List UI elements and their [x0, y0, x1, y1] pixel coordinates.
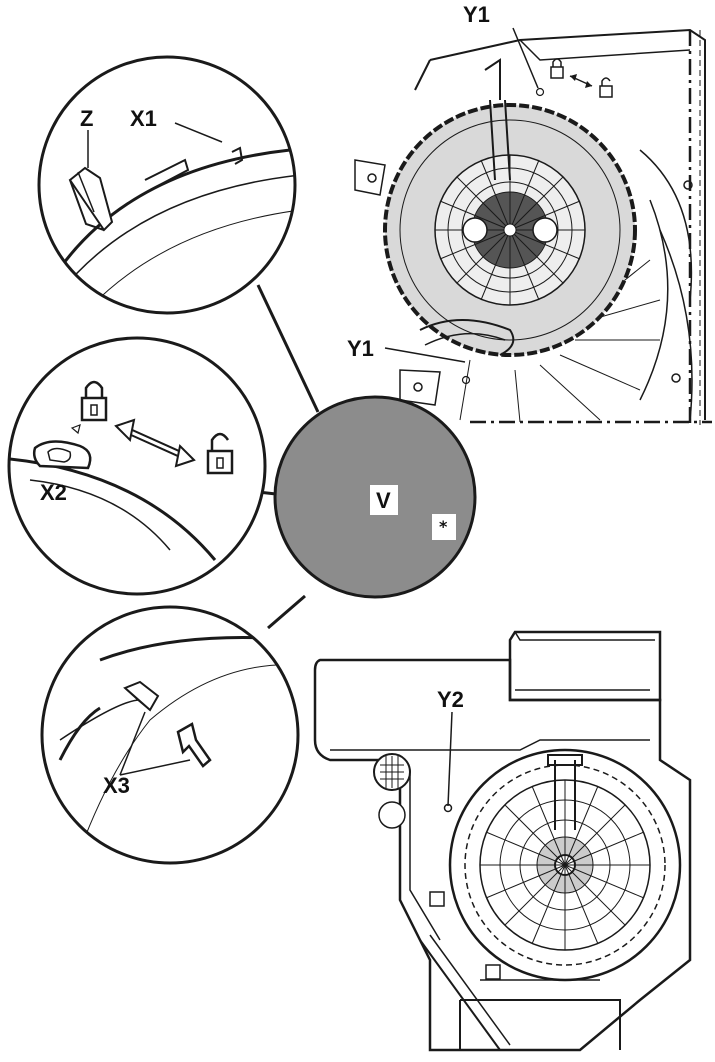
label-x3: X3: [103, 773, 130, 798]
label-y1-mid: Y1: [347, 336, 374, 361]
double-arrow-icon: [114, 418, 196, 468]
padlock-closed-icon: [550, 58, 564, 79]
double-arrow-icon: [569, 74, 593, 88]
label-y1-top: Y1: [463, 2, 490, 27]
detail-circle-x3: X3: [40, 605, 300, 865]
label-star: *: [439, 517, 448, 536]
label-x1: X1: [130, 106, 157, 131]
label-z: Z: [80, 106, 93, 131]
padlock-open-icon: [206, 432, 234, 475]
bottom-fan-assembly: Y2: [313, 630, 692, 1052]
padlock-open-icon: [599, 77, 613, 98]
center-hub-circle: V *: [273, 395, 477, 599]
label-x2: X2: [40, 480, 67, 505]
push-arrow-icon: [176, 722, 212, 768]
detail-circle-z-x1: Z X1: [37, 55, 297, 315]
label-v: V: [376, 488, 391, 513]
padlock-closed-icon: [80, 380, 108, 422]
top-fan-assembly: Y1 Y1: [347, 2, 712, 425]
detail-circle-x2-lock: X2: [7, 336, 267, 596]
label-y2: Y2: [437, 687, 464, 712]
